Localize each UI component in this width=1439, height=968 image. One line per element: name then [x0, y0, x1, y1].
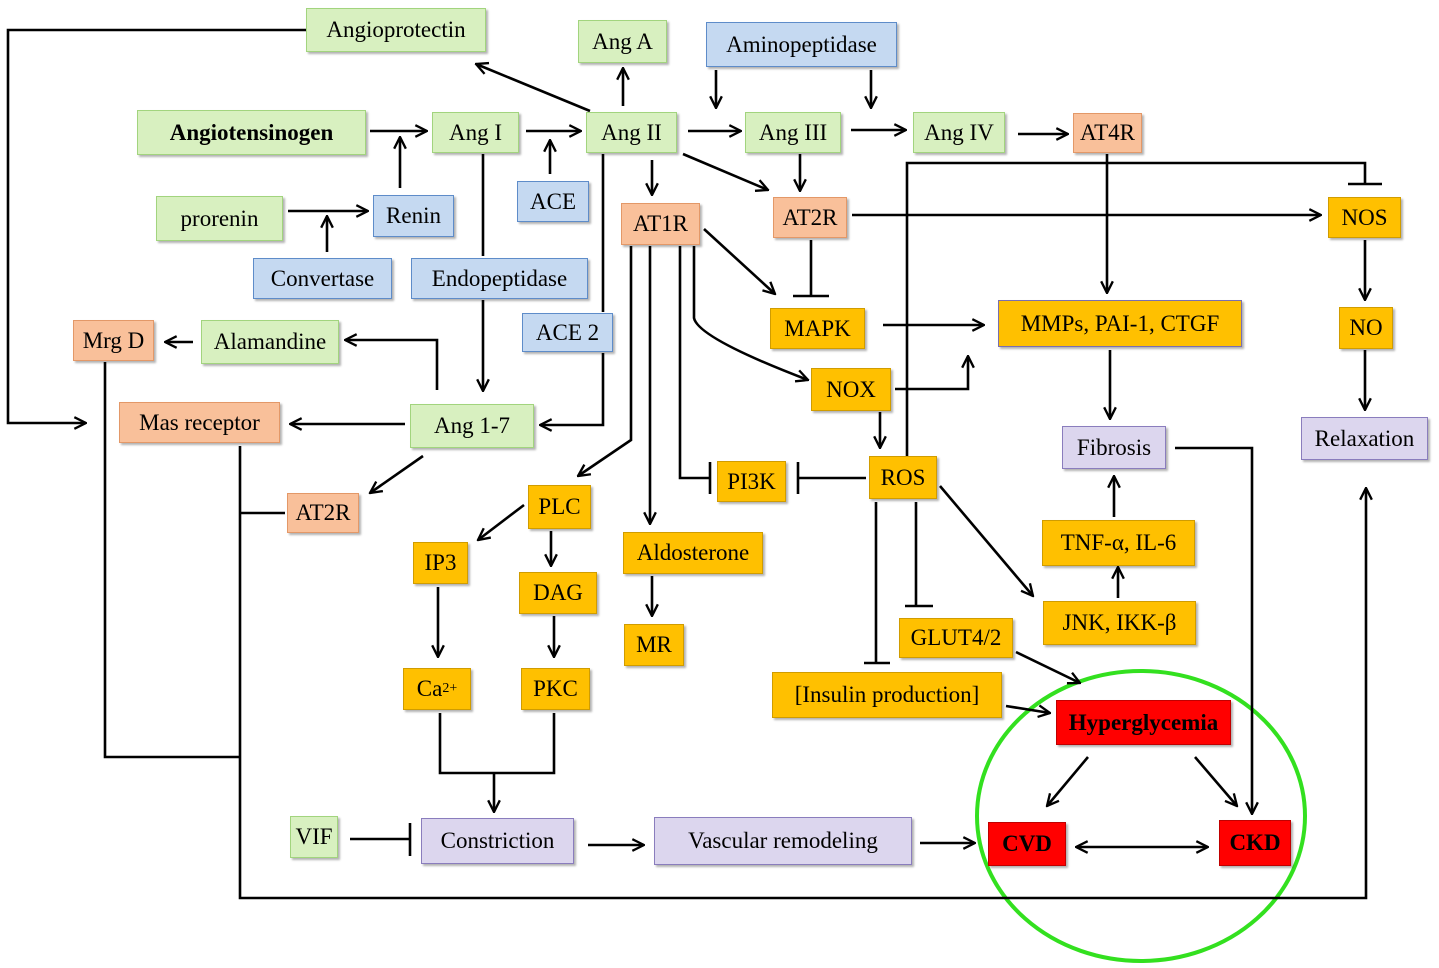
node-nos: NOS — [1328, 197, 1401, 238]
node-ip3: IP3 — [413, 542, 468, 584]
arrow-ang-1-7-to-alamandine — [345, 340, 439, 390]
node-vascular-remodeling: Vascular remodeling — [654, 817, 912, 865]
node-convertase: Convertase — [253, 258, 392, 299]
node-jnk: JNK, IKK-β — [1043, 601, 1196, 645]
node-tnf: TNF-α, IL-6 — [1042, 520, 1195, 566]
node-glut: GLUT4/2 — [899, 618, 1013, 658]
arrow-ang-ii-to-angioprotectin — [476, 64, 591, 113]
node-angioprotectin: Angioprotectin — [306, 8, 486, 52]
node-at4r: AT4R — [1073, 113, 1142, 153]
arrow-insulin-to-hyperglycemia — [1005, 706, 1050, 713]
arrow-ros-to-jnk — [939, 485, 1033, 596]
arrow-ang-ii-to-at2r — [682, 152, 768, 190]
node-ang-iii: Ang III — [745, 112, 841, 153]
arrow-plc-to-ip3 — [478, 503, 525, 540]
node-plc: PLC — [528, 485, 591, 529]
node-prorenin: prorenin — [156, 196, 283, 241]
node-fibrosis: Fibrosis — [1062, 426, 1166, 469]
node-ang-a: Ang A — [578, 20, 667, 63]
node-ang-iv: Ang IV — [913, 112, 1005, 153]
node-mrg-d: Mrg D — [73, 320, 154, 361]
node-hyperglycemia: Hyperglycemia — [1056, 700, 1231, 745]
node-at2r-top: AT2R — [773, 197, 847, 238]
arrow-at1r-to-plc — [578, 246, 633, 476]
arrow-glut-to-hyperglycemia — [1015, 650, 1080, 683]
node-aldosterone: Aldosterone — [623, 532, 763, 574]
arrow-nox-to-mmps — [895, 356, 968, 391]
node-ckd: CKD — [1219, 820, 1291, 866]
node-mapk: MAPK — [770, 308, 865, 349]
node-ang-ii: Ang II — [586, 112, 677, 153]
node-ace: ACE — [517, 181, 589, 222]
node-constriction: Constriction — [421, 818, 574, 864]
arrow-at1r-to-nox — [692, 246, 808, 380]
node-pkc: PKC — [521, 668, 590, 710]
arrow-ace2-to-ang-1-7 — [540, 353, 605, 425]
node-ang-1-7: Ang 1-7 — [410, 404, 534, 448]
node-mmps: MMPs, PAI-1, CTGF — [998, 300, 1242, 347]
node-cvd: CVD — [988, 822, 1066, 866]
node-pi3k: PI3K — [717, 461, 786, 502]
node-at1r: AT1R — [621, 203, 700, 245]
node-ang-i: Ang I — [432, 112, 519, 153]
node-insulin-production: [Insulin production] — [772, 672, 1002, 718]
inhibit-at1r-to-pi3k — [678, 246, 710, 480]
arrow-at1r-to-mapk — [703, 228, 775, 294]
arrow-hyperglycemia-to-ckd — [1194, 756, 1237, 806]
arrow-angioprotectin-to-mas-receptor — [6, 28, 306, 423]
node-endopeptidase: Endopeptidase — [411, 258, 588, 299]
node-mas-receptor: Mas receptor — [119, 402, 280, 443]
ca-label: Ca — [416, 676, 443, 701]
node-renin: Renin — [373, 195, 454, 237]
highlight-ellipse — [975, 669, 1307, 963]
node-ace2: ACE 2 — [522, 313, 613, 352]
arrow-hyperglycemia-to-cvd — [1047, 756, 1089, 806]
line-mrg-d-output — [103, 362, 240, 759]
node-nox: NOX — [811, 368, 891, 411]
node-dag: DAG — [519, 572, 597, 614]
arrow-fibrosis-to-ckd — [1175, 446, 1252, 814]
node-aminopeptidase: Aminopeptidase — [706, 22, 897, 67]
node-alamandine: Alamandine — [201, 320, 339, 364]
node-vif: VIF — [290, 816, 338, 858]
line-ca-pkc-join — [438, 713, 556, 775]
node-ros: ROS — [869, 456, 937, 499]
arrow-ang-1-7-to-at2r — [370, 454, 424, 493]
node-relaxation: Relaxation — [1301, 417, 1428, 460]
node-at2r-left: AT2R — [287, 493, 359, 533]
inhibit-ros-to-nos — [905, 161, 1367, 456]
node-mr: MR — [624, 624, 684, 666]
arrow-receptors-to-relaxation — [238, 446, 1366, 900]
node-no: NO — [1339, 307, 1393, 349]
node-angiotensinogen: Angiotensinogen — [137, 110, 366, 155]
